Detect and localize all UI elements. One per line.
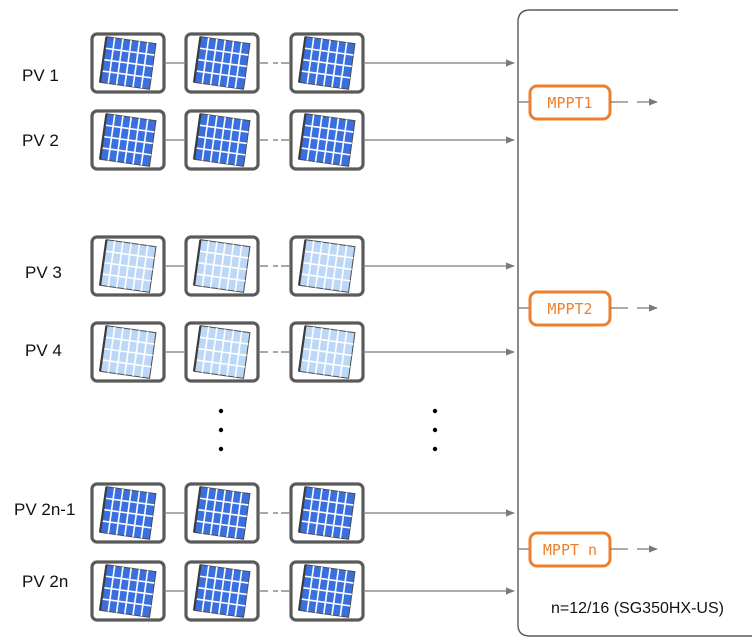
mppt-label-2: MPPT2	[547, 300, 592, 318]
solar-panel-icon	[184, 32, 260, 94]
string-label-pv3: PV 3	[25, 263, 62, 282]
solar-panel-icon	[90, 560, 166, 622]
mppt-label-n: MPPT n	[543, 541, 597, 559]
panels-layer	[90, 32, 365, 622]
mppt-block-n: MPPT n	[518, 531, 658, 568]
mppt-label-1: MPPT1	[547, 94, 592, 112]
mppt-block-2: MPPT2	[518, 290, 658, 327]
solar-panel-icon	[289, 32, 365, 94]
solar-panel-icon	[184, 482, 260, 544]
solar-panel-icon	[90, 235, 166, 297]
solar-panel-icon	[90, 32, 166, 94]
string-label-pv2n-1: PV 2n-1	[14, 500, 75, 519]
solar-panel-icon	[289, 109, 365, 171]
solar-panel-icon	[184, 109, 260, 171]
string-label-pv2n: PV 2n	[22, 572, 68, 591]
solar-panel-icon	[184, 235, 260, 297]
string-label-pv1: PV 1	[22, 66, 59, 85]
vertical-ellipsis-icon	[432, 408, 438, 452]
wires-layer	[164, 59, 515, 595]
vertical-ellipsis-icon	[218, 408, 224, 452]
string-label-pv2: PV 2	[22, 131, 59, 150]
inverter-enclosure	[517, 9, 752, 637]
solar-panel-icon	[289, 560, 365, 622]
solar-panel-icon	[289, 482, 365, 544]
solar-panel-icon	[90, 482, 166, 544]
inverter-model-note: n=12/16 (SG350HX-US)	[551, 600, 724, 617]
string-label-pv4: PV 4	[25, 341, 62, 360]
solar-panel-icon	[289, 321, 365, 383]
solar-panel-icon	[90, 109, 166, 171]
solar-panel-icon	[90, 321, 166, 383]
solar-panel-icon	[184, 560, 260, 622]
solar-panel-icon	[184, 321, 260, 383]
solar-panel-icon	[289, 235, 365, 297]
mppt-block-1: MPPT1	[518, 84, 658, 121]
